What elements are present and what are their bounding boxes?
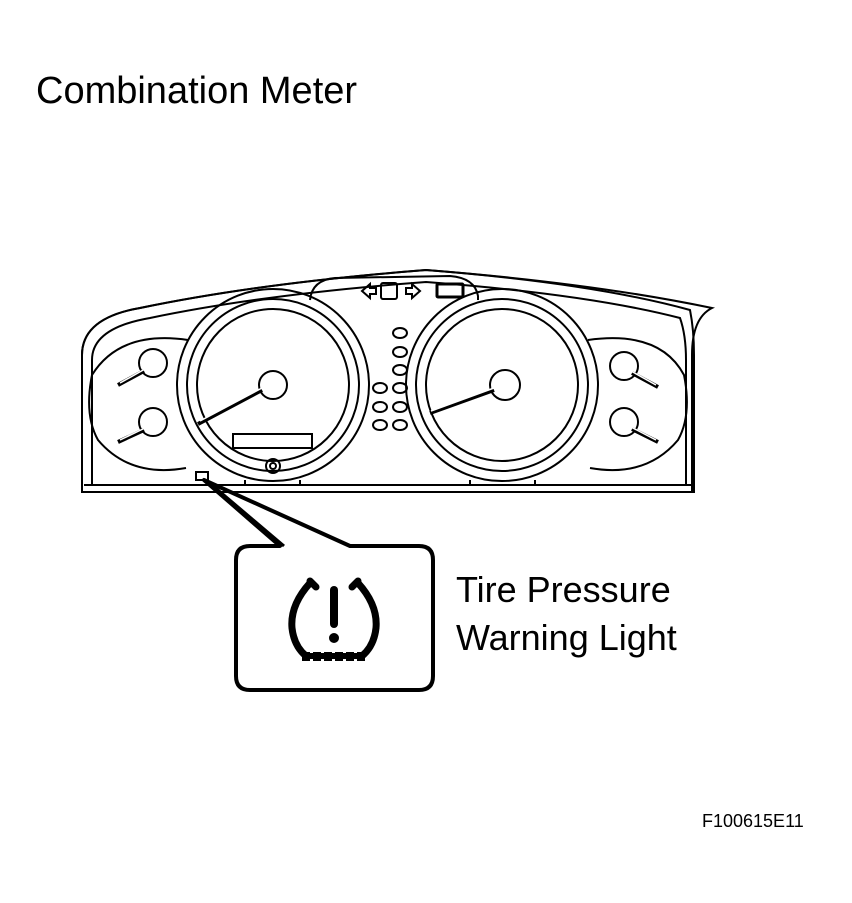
high-beam-indicator-icon [435,282,465,299]
diagram-title: Combination Meter [36,70,358,112]
tire-pressure-warning-icon [288,577,380,661]
meter-housing [81,268,716,493]
figure-id: F100615E11 [702,811,804,831]
right-main-gauge [405,288,599,485]
right-turn-signal-icon [405,281,422,301]
left-turn-signal-icon [360,281,377,301]
left-main-gauge [176,288,370,485]
right-sub-gauges [587,337,688,472]
callout-label-line1: Tire Pressure [456,569,671,610]
square-indicator-icon [380,282,398,300]
top-indicator-panel [309,274,479,301]
center-indicator-lights [372,327,408,431]
callout-label: Tire Pressure Warning Light [456,566,677,662]
left-sub-gauges [88,337,189,472]
callout-label-line2: Warning Light [456,617,677,658]
callout [202,478,435,692]
